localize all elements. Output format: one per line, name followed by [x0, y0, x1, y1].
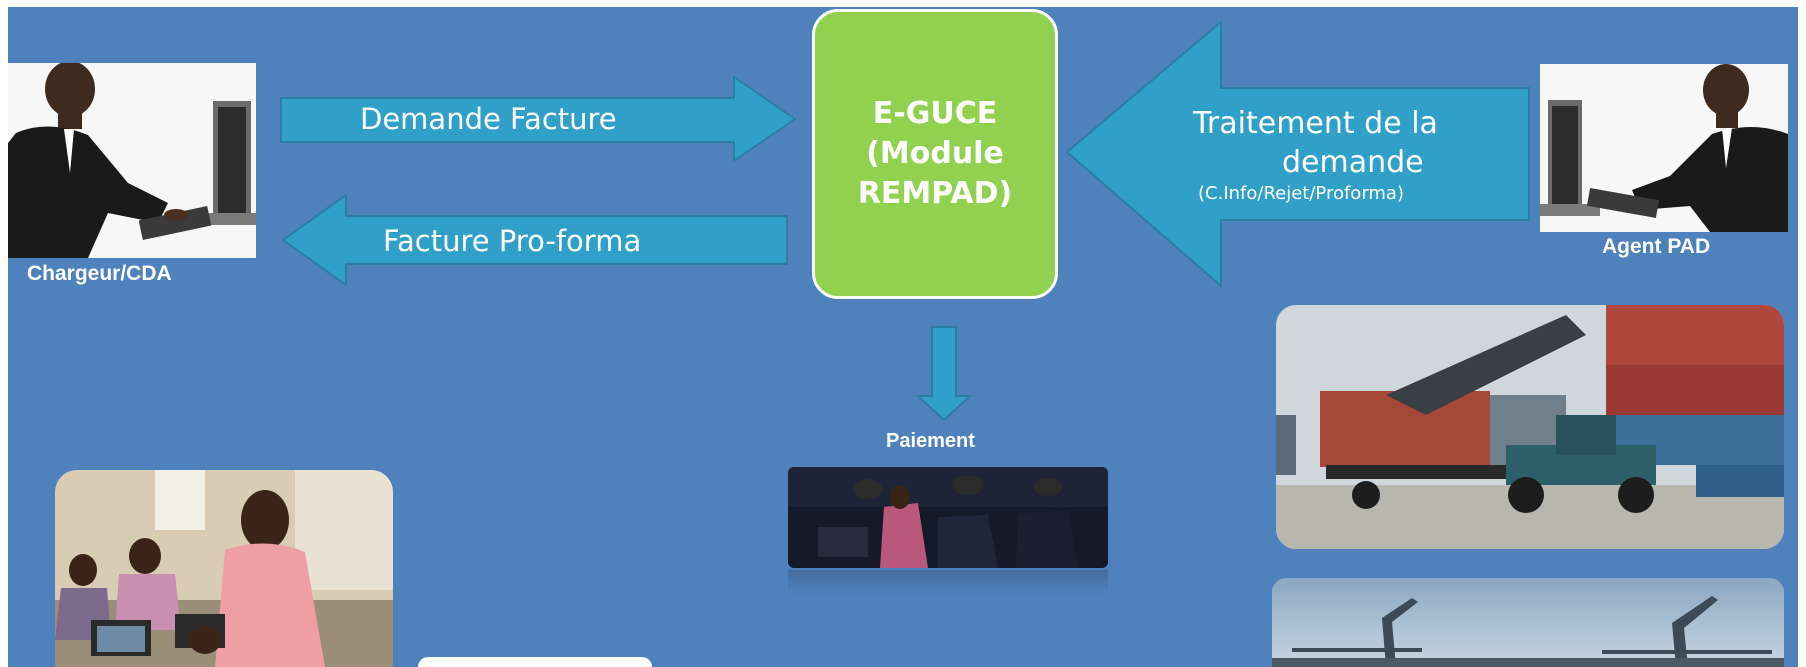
payment-office-icon: [788, 467, 1108, 568]
chargeur-caption: Chargeur/CDA: [27, 262, 172, 285]
arrow-traitement-sub: (C.Info/Rejet/Proforma): [1198, 183, 1404, 204]
eguce-line2: (Module: [866, 136, 1004, 171]
arrow-demande-facture-label: Demande Facture: [360, 102, 617, 136]
eguce-module-box: E-GUCE (Module REMPAD): [812, 9, 1058, 299]
port-cranes-photo: [1272, 578, 1784, 667]
arrow-facture-proforma: [281, 193, 788, 287]
payment-office-photo: [788, 467, 1108, 568]
port-cranes-icon: [1272, 578, 1784, 667]
agent-pad-caption: Agent PAD: [1602, 235, 1711, 258]
arrow-traitement-line2: demande: [1282, 145, 1424, 180]
partial-white-box: [418, 657, 652, 667]
arrow-traitement-line1: Traitement de la: [1193, 106, 1438, 141]
paiement-caption: Paiement: [886, 430, 975, 452]
arrow-down-paiement: [915, 326, 973, 422]
container-handler-photo: [1276, 305, 1784, 549]
person-at-computer-photo: [8, 63, 256, 258]
arrow-demande-facture: [280, 75, 797, 163]
payment-office-reflection: [788, 570, 1108, 596]
arrow-traitement: [1065, 19, 1530, 289]
person-at-computer-icon: [8, 63, 256, 258]
eguce-line1: E-GUCE: [872, 96, 998, 131]
office-workers-photo: [55, 470, 393, 667]
agent-at-computer-icon: [1540, 64, 1788, 232]
arrow-facture-proforma-label: Facture Pro-forma: [383, 224, 642, 258]
eguce-line3: REMPAD): [857, 176, 1013, 211]
container-handler-icon: [1276, 305, 1784, 549]
office-workers-icon: [55, 470, 393, 667]
agent-at-computer-photo: [1540, 64, 1788, 232]
